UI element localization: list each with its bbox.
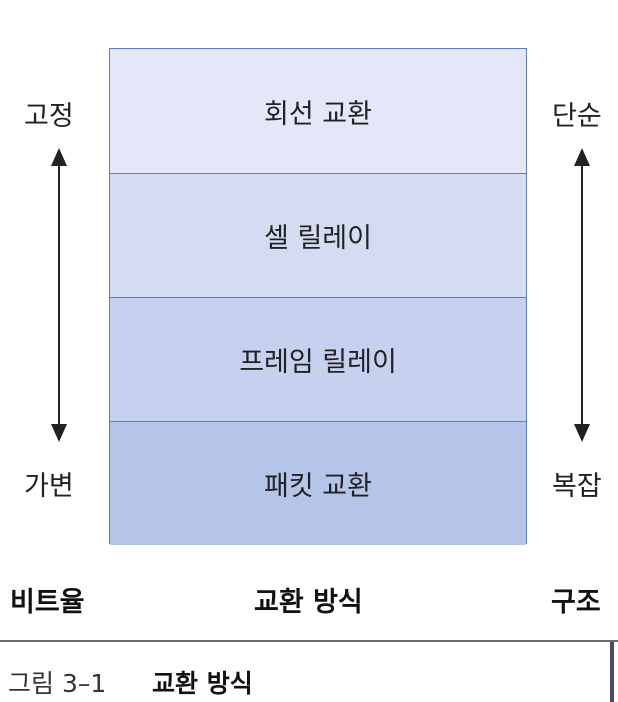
switching-layer-stack: 회선 교환 셀 릴레이 프레임 릴레이 패킷 교환	[109, 48, 527, 545]
figure-title: 교환 방식	[152, 669, 253, 698]
right-axis-footer-label: 구조	[551, 587, 601, 618]
center-footer-label: 교환 방식	[254, 587, 363, 618]
left-double-arrow-icon	[51, 148, 67, 442]
right-axis-top-label: 단순	[552, 101, 602, 132]
layer-circuit-switching: 회선 교환	[110, 49, 526, 173]
figure-number: 그림 3–1	[8, 669, 107, 698]
layer-label: 셀 릴레이	[264, 223, 372, 254]
left-axis-footer-label: 비트율	[10, 587, 85, 618]
layer-label: 프레임 릴레이	[239, 347, 397, 378]
right-axis-bottom-label: 복잡	[552, 471, 602, 502]
caption-side-bar	[610, 642, 614, 702]
layer-frame-relay: 프레임 릴레이	[110, 297, 526, 421]
layer-packet-switching: 패킷 교환	[110, 421, 526, 545]
layer-label: 패킷 교환	[264, 471, 372, 502]
figure-caption: 그림 3–1 교환 방식	[0, 640, 618, 702]
layer-cell-relay: 셀 릴레이	[110, 173, 526, 297]
layer-label: 회선 교환	[264, 98, 372, 130]
left-axis-bottom-label: 가변	[24, 471, 74, 502]
right-double-arrow-icon	[574, 148, 590, 442]
left-axis-top-label: 고정	[24, 101, 74, 132]
